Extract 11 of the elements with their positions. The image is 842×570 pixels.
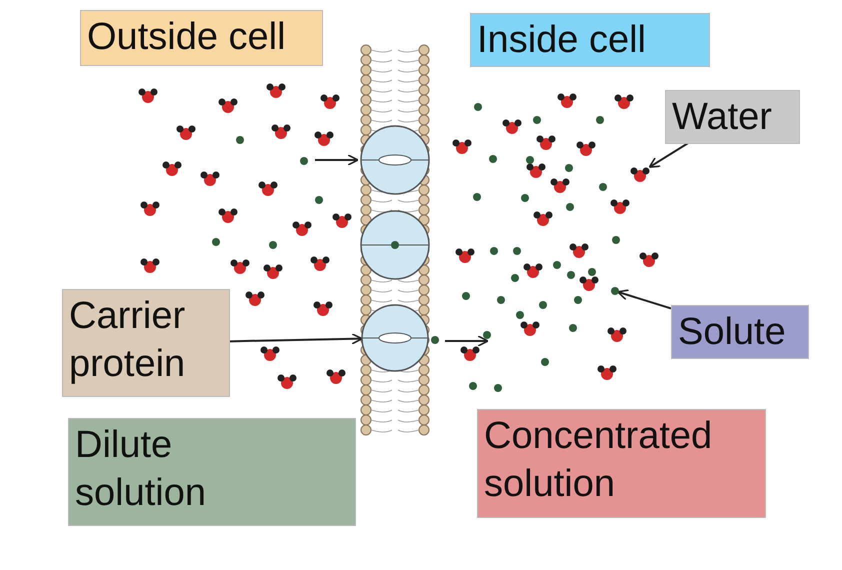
leader-line [617,289,672,310]
solution-label: Concentrated solution [477,409,766,518]
solute-particle [611,287,619,295]
leader-line [230,333,363,345]
callout-label: Solute [671,305,809,359]
region-label: Outside cell [80,10,323,66]
callout-label: Carrier protein [62,289,230,397]
callout-label: Water [665,90,800,144]
carrier-protein [361,304,429,372]
solution-label: Dilute solution [68,418,356,526]
region-label: Inside cell [470,13,710,67]
